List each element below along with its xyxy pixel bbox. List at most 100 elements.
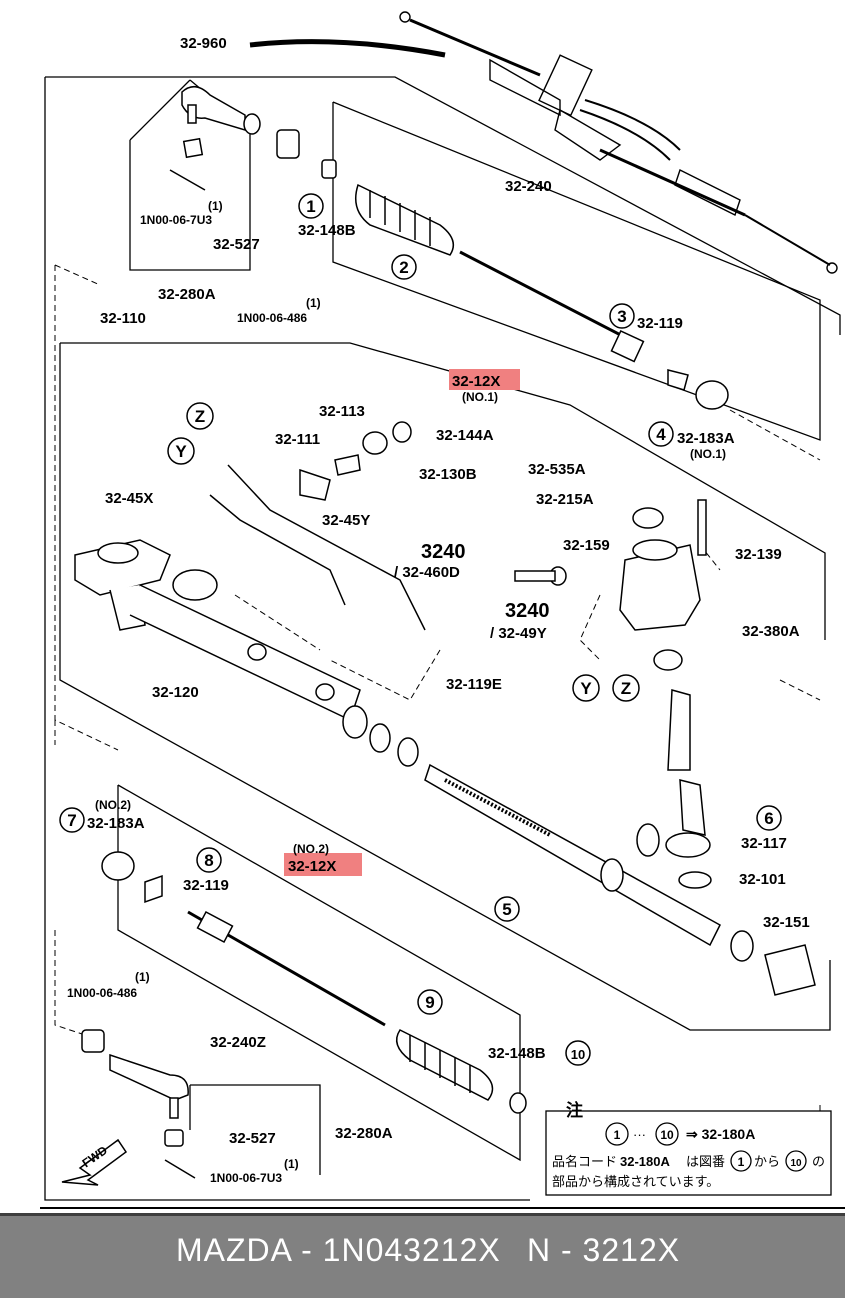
pipe-lines: [209, 421, 426, 631]
label-32-527-bot: 32-527: [229, 1130, 276, 1147]
note-line2-e: の: [812, 1154, 825, 1169]
callout-z-bottom: Z: [621, 679, 631, 698]
note-range-dots: ···: [633, 1127, 646, 1142]
dash-guide: [729, 409, 821, 461]
note-line2-a: 品名コード: [552, 1154, 617, 1169]
callout-7: 7: [67, 811, 76, 830]
note-line2-d: から: [754, 1154, 780, 1169]
note-range-from: 1: [614, 1128, 621, 1142]
label-32-183a-4-sub: (NO.1): [690, 447, 726, 461]
note-line2-to: 10: [790, 1158, 802, 1169]
label-32-148b-10: 32-148B: [488, 1045, 546, 1062]
pinion-valve: [514, 499, 711, 858]
note-range-to: 10: [660, 1128, 674, 1142]
footer-bar: MAZDA - 1N043212X N - 3212X: [0, 1213, 845, 1298]
label-32-183a-7-sub: (NO.2): [95, 798, 131, 812]
dash-guide: [54, 265, 119, 751]
label-32-960: 32-960: [180, 35, 227, 52]
label-32-240: 32-240: [505, 178, 552, 195]
callout-z-top-circle: [186, 402, 214, 430]
callout-6-circle: [756, 805, 782, 831]
label-32-111: 32-111: [275, 431, 320, 448]
callout-5: 5: [502, 900, 511, 919]
label-1n00-06486-bot-qty: (1): [135, 970, 150, 984]
label-32-12x-no2-sub: (NO.2): [293, 842, 329, 856]
label-32-113: 32-113: [319, 403, 365, 420]
label-32-139: 32-139: [735, 546, 782, 563]
label-1n00-067u3-bot: 1N00-06-7U3: [210, 1171, 282, 1185]
note-line2-b: 32-180A: [620, 1154, 670, 1169]
frame-line: [117, 784, 521, 1162]
rack-housing: [74, 539, 419, 767]
tie-rod-end-top: [169, 86, 261, 191]
label-32-460d: / 32-460D: [394, 564, 460, 581]
footer-brand-part: MAZDA - 1N043212X: [176, 1232, 501, 1268]
parts-diagram: FWD 32-960 32-240 32-148B 32-119 32-183A…: [40, 11, 845, 1209]
callout-1: 1: [306, 197, 315, 216]
highlight-32-12x-no2: [284, 853, 362, 876]
label-32-148b-1: 32-148B: [298, 222, 356, 239]
tie-rod-end-bottom: [81, 1029, 196, 1179]
label-32-12x-no1-sub: (NO.1): [462, 390, 498, 404]
label-32-12x-no2: 32-12X: [288, 858, 336, 875]
label-32-45x: 32-45X: [105, 490, 153, 507]
callout-1-circle: [298, 193, 324, 219]
label-32-380a: 32-380A: [742, 623, 800, 640]
frame-line: [59, 343, 831, 1031]
label-3240-b: 3240: [505, 600, 550, 622]
callout-8: 8: [204, 851, 213, 870]
label-1n00-067u3-bot-qty: (1): [284, 1157, 299, 1171]
callout-z-top: Z: [195, 407, 205, 426]
callout-10: 10: [571, 1047, 585, 1062]
label-32-49y: / 32-49Y: [490, 625, 547, 642]
label-32-12x-no1: 32-12X: [452, 373, 500, 390]
callout-2: 2: [399, 258, 408, 277]
label-32-240z: 32-240Z: [210, 1034, 266, 1051]
callout-3-circle: [609, 303, 635, 329]
callout-5-circle: [494, 896, 520, 922]
label-32-280a-top: 32-280A: [158, 286, 216, 303]
label-32-527-top: 32-527: [213, 236, 260, 253]
label-1n00-06486-top-qty: (1): [306, 296, 321, 310]
lower-boot-assembly: [101, 851, 527, 1114]
label-32-110: 32-110: [100, 310, 146, 327]
label-32-130b: 32-130B: [419, 466, 477, 483]
label-32-280a-bot: 32-280A: [335, 1125, 393, 1142]
callout-6: 6: [764, 809, 773, 828]
label-32-183a-7: 32-183A: [87, 815, 145, 832]
label-32-215a: 32-215A: [536, 491, 594, 508]
label-1n00-067u3-top: 1N00-06-7U3: [140, 213, 212, 227]
callout-y-top: Y: [175, 442, 187, 461]
label-1n00-06486-bot: 1N00-06-486: [67, 986, 137, 1000]
frame-line: [44, 77, 530, 1201]
label-32-119-8: 32-119: [183, 877, 229, 894]
label-32-144a: 32-144A: [436, 427, 494, 444]
label-32-120: 32-120: [152, 684, 199, 701]
label-32-119-3: 32-119: [637, 315, 683, 332]
note-title: 注: [566, 1100, 583, 1120]
complete-rack-assembly: [249, 11, 838, 274]
dash-guide: [779, 679, 821, 701]
callout-y-bottom-circle: [572, 674, 600, 702]
steering-gear-exploded-view: FWD 32-960 32-240 32-148B 32-119 32-183A…: [40, 11, 845, 1209]
frame-line: [45, 76, 841, 335]
label-1n00-06486-top: 1N00-06-486: [237, 311, 307, 325]
dash-guide: [579, 594, 601, 661]
dash-guide: [234, 594, 321, 651]
callout-4-circle: [648, 421, 674, 447]
callout-8-circle: [196, 847, 222, 873]
dash-guide: [54, 264, 101, 286]
callout-7-circle: [59, 807, 85, 833]
callout-y-bottom: Y: [580, 679, 592, 698]
label-32-535a: 32-535A: [528, 461, 586, 478]
frame-line: [332, 101, 821, 441]
label-32-45y: 32-45Y: [322, 512, 370, 529]
bracket-line: [189, 1084, 321, 1175]
callout-9: 9: [425, 993, 434, 1012]
label-32-101: 32-101: [739, 871, 786, 888]
label-32-159: 32-159: [563, 537, 610, 554]
note-box: 注 1 ··· 10 ⇒ 32-180A 品名コード 32-180A は図番 1…: [545, 1100, 832, 1196]
label-32-183a-4: 32-183A: [677, 430, 735, 447]
callout-10-circle: [565, 1040, 591, 1066]
callout-3: 3: [617, 307, 626, 326]
